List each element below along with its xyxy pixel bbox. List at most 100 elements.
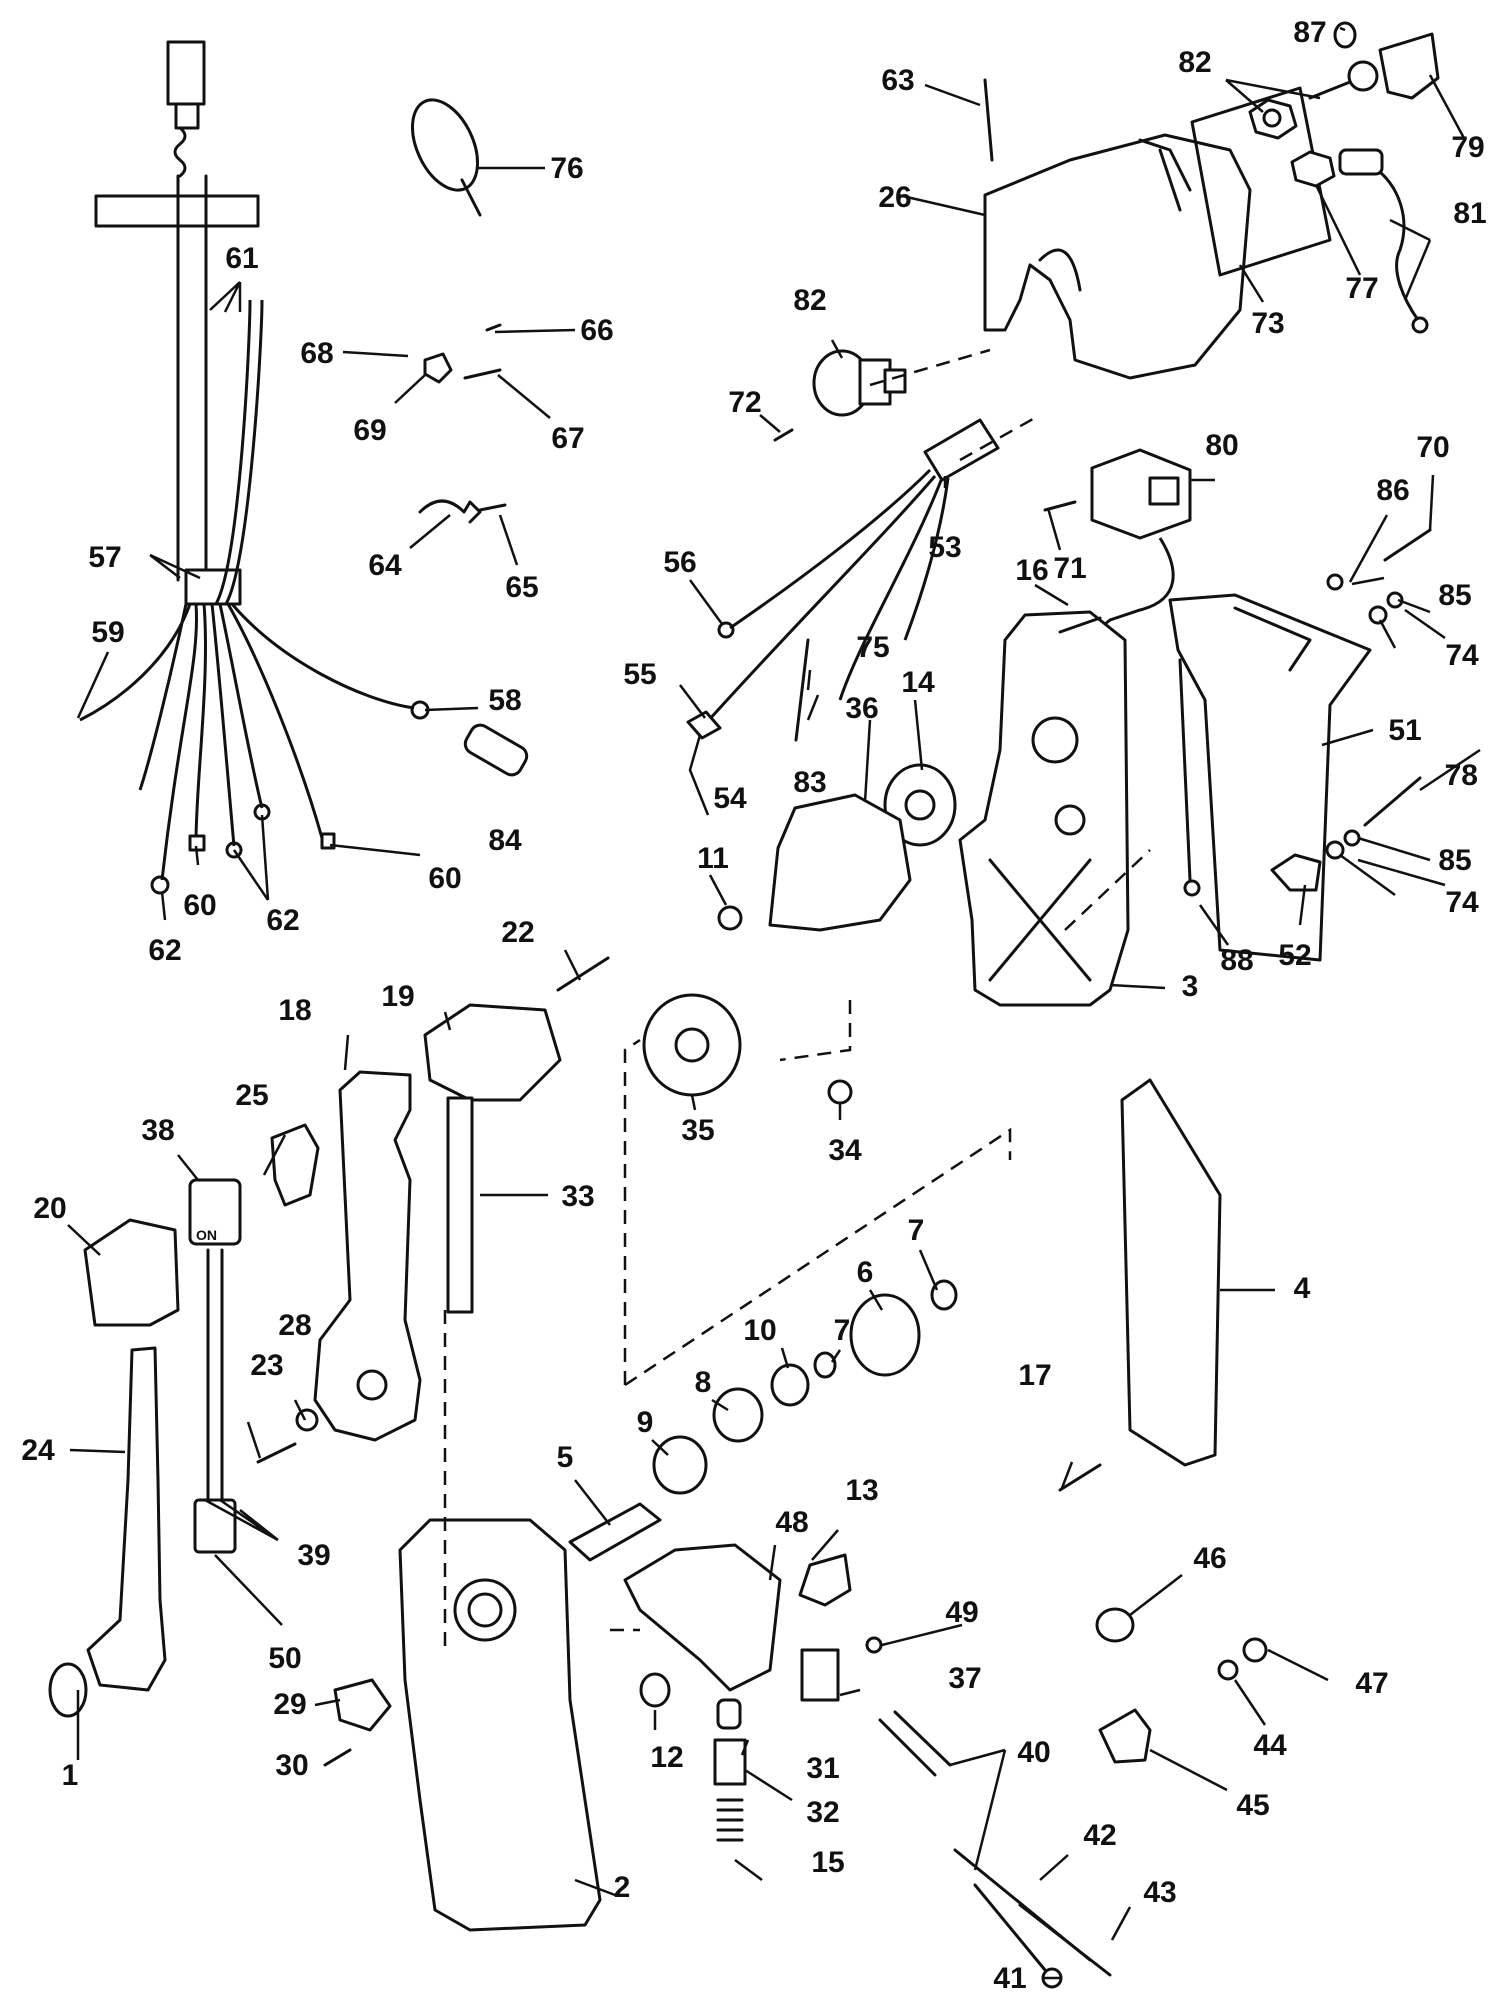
callout-43: 43 bbox=[1143, 1876, 1176, 1909]
callout-48: 48 bbox=[775, 1506, 808, 1539]
screw bbox=[773, 428, 794, 442]
bushing bbox=[652, 1435, 708, 1495]
side-panel bbox=[1120, 1078, 1222, 1467]
callout-19: 19 bbox=[381, 980, 414, 1013]
callout-numbers: 1 2 3 4 5 6 7 7 8 9 10 11 12 13 14 15 16… bbox=[21, 16, 1486, 1995]
callout-74b: 74 bbox=[1445, 886, 1479, 919]
spacer-ring bbox=[712, 1387, 764, 1443]
callout-1: 1 bbox=[62, 1759, 79, 1792]
callout-84: 84 bbox=[488, 824, 522, 857]
key-switch bbox=[812, 349, 907, 417]
wire-lead bbox=[973, 1883, 1047, 1972]
nut bbox=[1290, 150, 1336, 188]
spring bbox=[716, 1798, 744, 1842]
lever-cover bbox=[423, 1003, 562, 1102]
ring-terminal bbox=[1183, 879, 1201, 897]
callout-64: 64 bbox=[368, 549, 402, 582]
callout-51: 51 bbox=[1388, 714, 1421, 747]
nut bbox=[827, 1079, 853, 1105]
callout-17: 17 bbox=[1018, 1359, 1051, 1392]
callout-8: 8 bbox=[695, 1366, 712, 1399]
callout-62b: 62 bbox=[266, 904, 299, 937]
control-cover bbox=[983, 133, 1252, 380]
callout-12: 12 bbox=[650, 1741, 683, 1774]
callout-58: 58 bbox=[488, 684, 521, 717]
ignition-key bbox=[1308, 60, 1379, 100]
callout-67: 67 bbox=[551, 422, 584, 455]
callout-62a: 62 bbox=[148, 934, 181, 967]
switch-label: ON bbox=[196, 1227, 217, 1243]
callout-3: 3 bbox=[1182, 970, 1199, 1003]
trim-strip bbox=[446, 1096, 474, 1314]
callout-16: 16 bbox=[1015, 554, 1048, 587]
callout-28: 28 bbox=[278, 1309, 311, 1342]
callout-49: 49 bbox=[945, 1596, 978, 1629]
screw bbox=[1043, 500, 1077, 512]
screw bbox=[556, 956, 610, 992]
callout-37: 37 bbox=[948, 1662, 981, 1695]
callout-47: 47 bbox=[1355, 1667, 1388, 1700]
callout-25: 25 bbox=[235, 1079, 268, 1112]
callout-52: 52 bbox=[1278, 939, 1311, 972]
callout-83: 83 bbox=[793, 766, 826, 799]
callout-54: 54 bbox=[713, 782, 747, 815]
lockout-button bbox=[270, 1123, 320, 1207]
detent-plate bbox=[849, 1293, 921, 1377]
callout-71: 71 bbox=[1053, 552, 1086, 585]
washer bbox=[1217, 1659, 1239, 1681]
callout-57: 57 bbox=[88, 541, 121, 574]
callout-85a: 85 bbox=[1438, 579, 1471, 612]
washer bbox=[295, 1408, 319, 1432]
neutral-switch bbox=[800, 1648, 840, 1702]
callout-63: 63 bbox=[881, 64, 914, 97]
key-switch-connector bbox=[686, 418, 1000, 740]
callout-4: 4 bbox=[1294, 1272, 1311, 1305]
leader-lines bbox=[67, 26, 1481, 1980]
callout-88: 88 bbox=[1220, 944, 1253, 977]
callout-24: 24 bbox=[21, 1434, 55, 1467]
callout-34: 34 bbox=[828, 1134, 862, 1167]
nut bbox=[1326, 573, 1344, 591]
key-cap bbox=[1378, 32, 1440, 100]
plunger bbox=[713, 1738, 747, 1786]
nut bbox=[717, 905, 743, 931]
callout-76: 76 bbox=[550, 152, 583, 185]
callout-20: 20 bbox=[33, 1192, 66, 1225]
pin bbox=[716, 1698, 742, 1730]
callout-29: 29 bbox=[273, 1688, 306, 1721]
callout-10: 10 bbox=[743, 1314, 776, 1347]
connector bbox=[193, 1498, 237, 1554]
key-plate bbox=[1190, 86, 1332, 277]
control-handle bbox=[313, 1070, 422, 1442]
callout-9: 9 bbox=[637, 1406, 654, 1439]
callout-41: 41 bbox=[993, 1962, 1026, 1995]
callout-53: 53 bbox=[928, 531, 961, 564]
callout-26: 26 bbox=[878, 181, 911, 214]
callout-60a: 60 bbox=[183, 889, 216, 922]
callout-75: 75 bbox=[856, 631, 889, 664]
callout-32: 32 bbox=[806, 1796, 839, 1829]
shift-gear bbox=[623, 1543, 782, 1692]
callout-65: 65 bbox=[505, 571, 538, 604]
cable-clamp bbox=[1098, 1708, 1152, 1764]
screw bbox=[1058, 616, 1102, 634]
callout-14: 14 bbox=[901, 666, 935, 699]
callout-55: 55 bbox=[623, 658, 656, 691]
neutral-lever bbox=[86, 1346, 167, 1692]
washer bbox=[1368, 605, 1388, 625]
callout-86: 86 bbox=[1376, 474, 1409, 507]
callout-7b: 7 bbox=[834, 1314, 851, 1347]
control-housing bbox=[958, 610, 1130, 1007]
screw bbox=[1383, 528, 1432, 562]
screw bbox=[256, 1442, 297, 1464]
callout-81: 81 bbox=[1453, 197, 1486, 230]
key-ring bbox=[1333, 21, 1357, 49]
nut bbox=[1343, 829, 1361, 847]
callout-60b: 60 bbox=[428, 862, 461, 895]
callout-38: 38 bbox=[141, 1114, 174, 1147]
wire-lead bbox=[878, 1710, 952, 1777]
callout-70: 70 bbox=[1416, 431, 1449, 464]
callout-45: 45 bbox=[1236, 1789, 1269, 1822]
screw bbox=[463, 368, 502, 380]
